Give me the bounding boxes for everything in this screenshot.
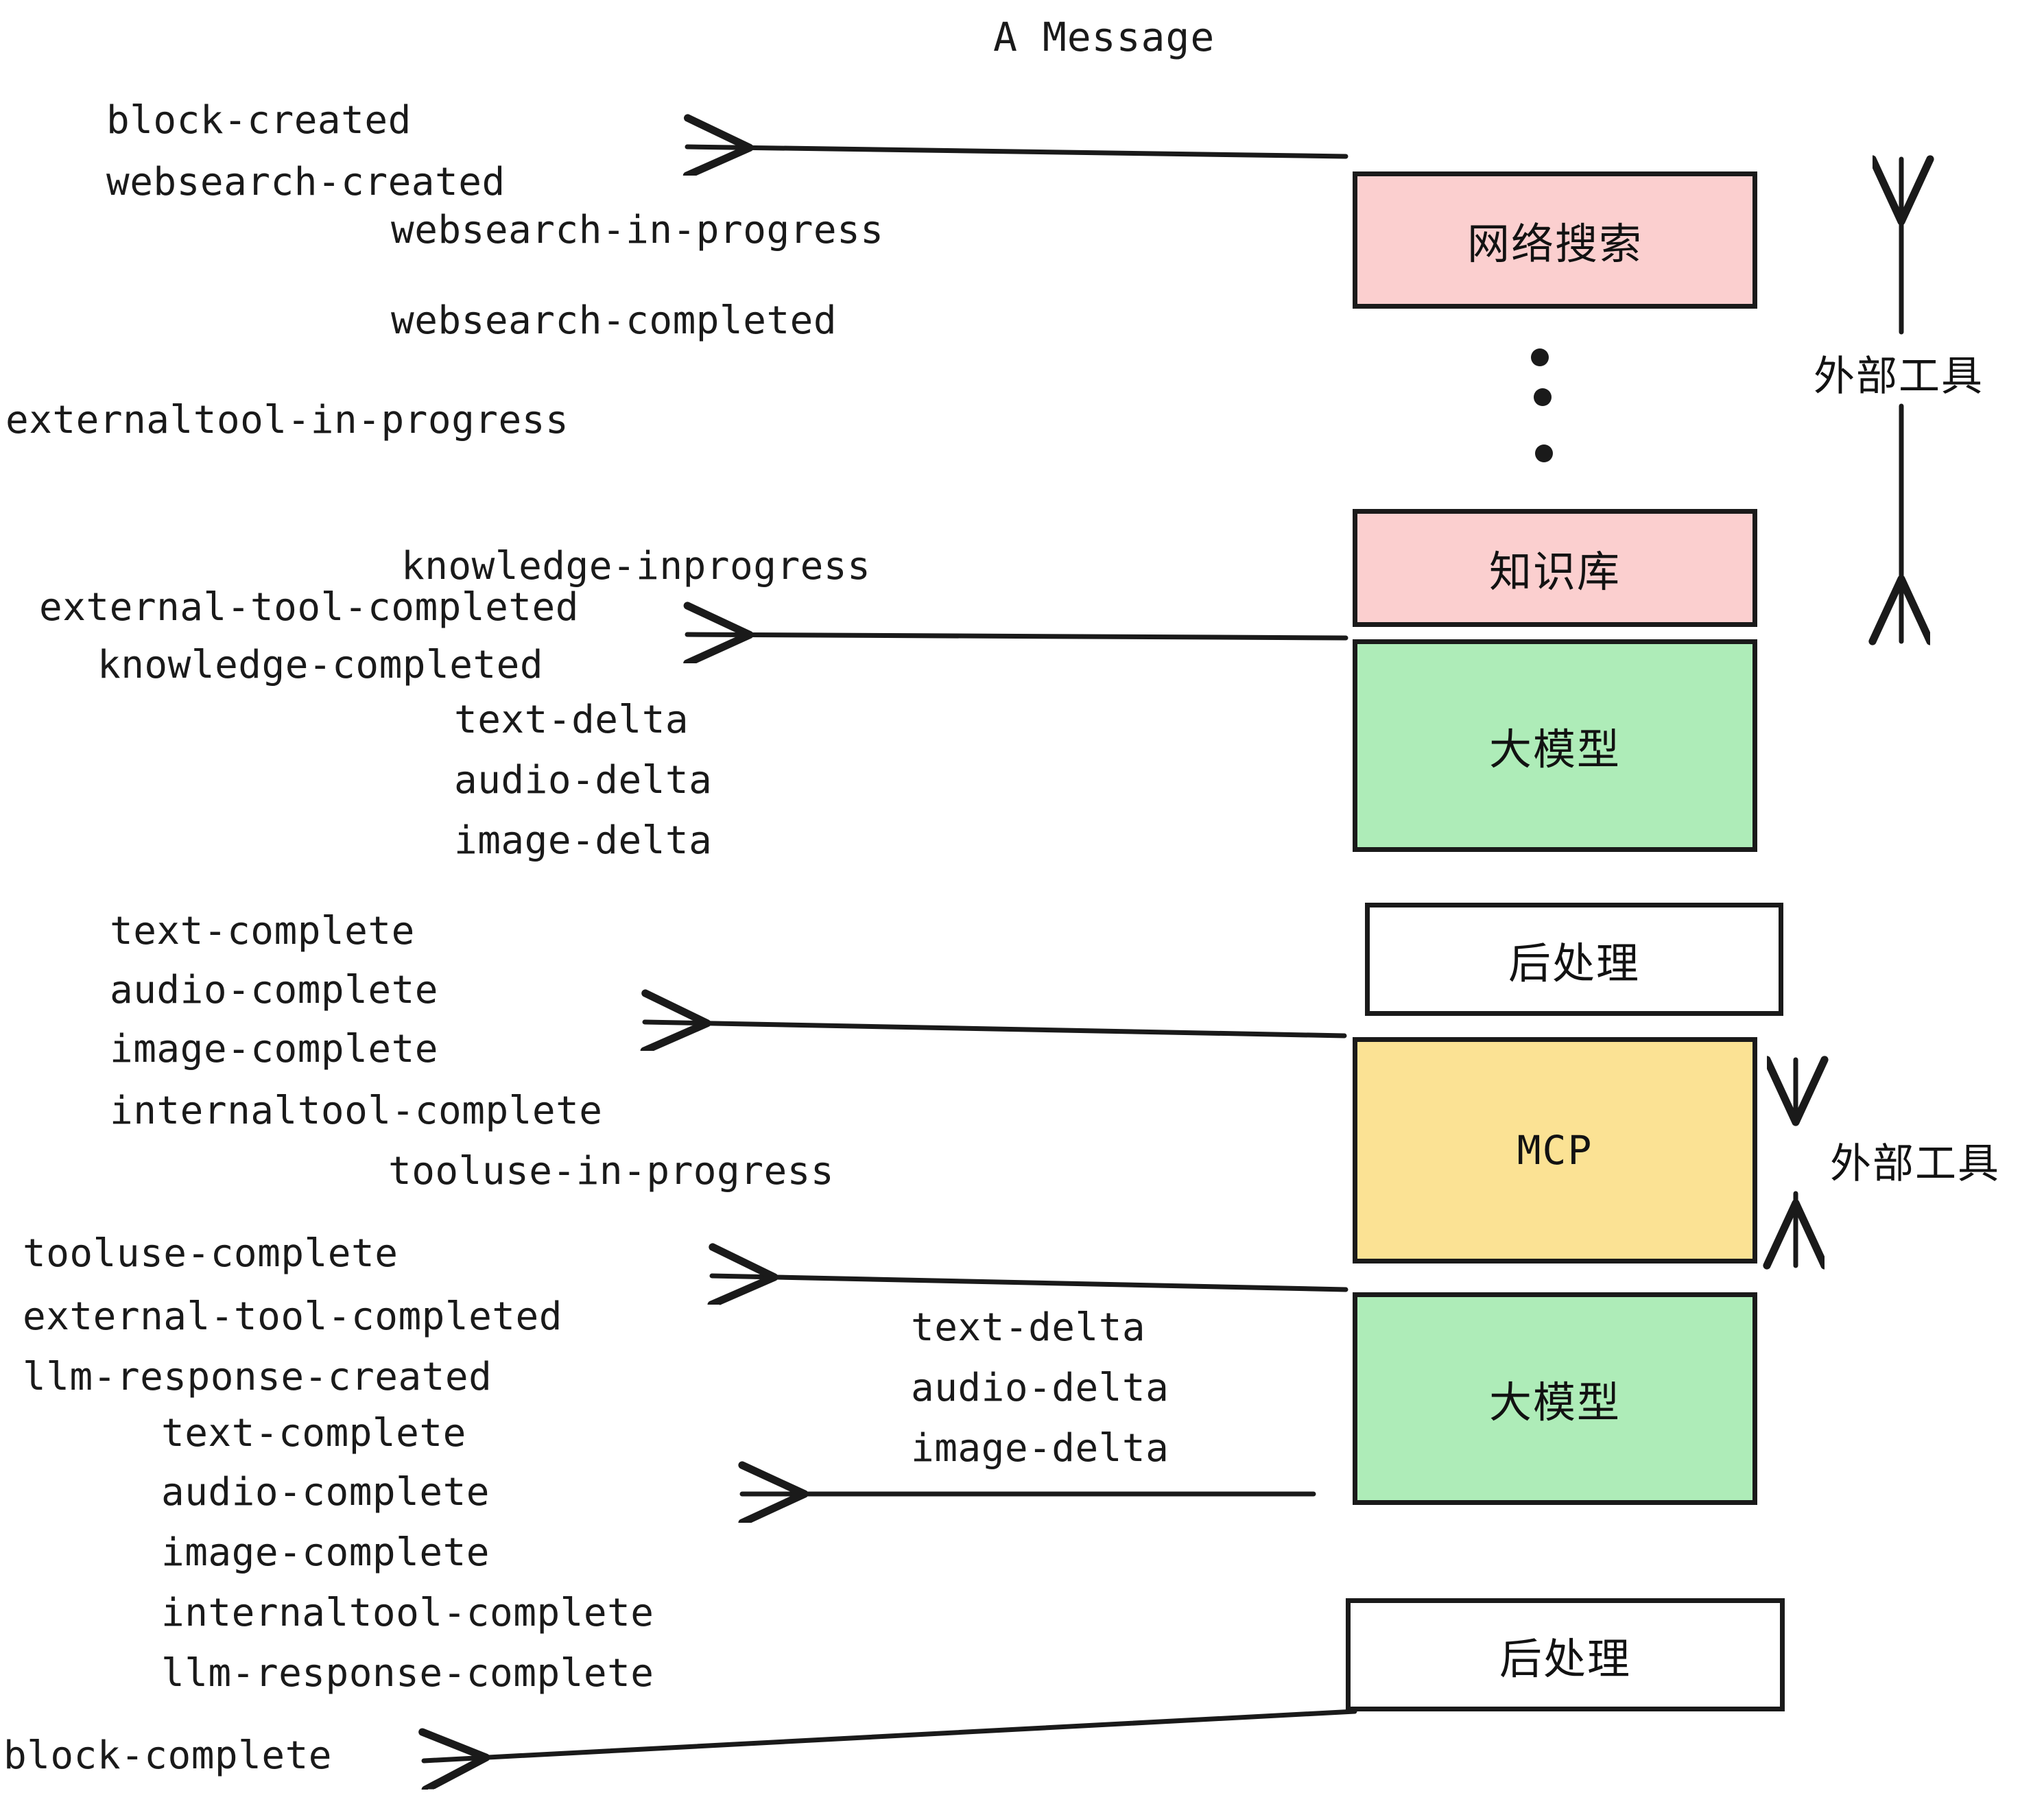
event-label: llm-response-complete [161,1651,654,1696]
event-label: audio-delta [454,758,713,803]
group-label-external-tools: 外部工具 [1830,1140,2000,1188]
event-label: websearch-created [106,160,506,204]
flow-arrow-websearch-to-events [687,147,1348,156]
event-label: block-complete [3,1733,333,1778]
flow-arrow-llm2-to-events [712,1276,1348,1290]
box-label: 大模型 [1488,1377,1621,1427]
flow-arrow-mcp-to-events [645,1022,1347,1036]
event-label: image-delta [454,818,713,863]
event-label: text-delta [911,1305,1146,1350]
event-label: external-tool-completed [39,585,579,630]
flow-arrow-post2-to-block [424,1709,1357,1761]
event-label: tooluse-in-progress [388,1149,835,1194]
box-label: 网络搜索 [1466,219,1643,269]
group-label-external-tools: 外部工具 [1814,353,1984,401]
box-postprocess-1: 后处理 [1365,903,1783,1016]
box-label: 大模型 [1488,724,1621,774]
event-label: audio-complete [161,1470,490,1515]
box-mcp: MCP [1353,1037,1757,1263]
event-label: text-complete [110,909,415,953]
event-label: tooluse-complete [23,1231,399,1276]
event-label: knowledge-completed [97,643,544,687]
event-label: external-tool-completed [23,1294,562,1339]
event-label: internaltool-complete [110,1089,603,1133]
box-label: 后处理 [1508,938,1640,988]
event-label: knowledge-inprogress [401,544,871,589]
event-label: externaltool-in-progress [5,398,569,442]
box-llm-1: 大模型 [1353,639,1757,852]
event-label: image-delta [911,1426,1169,1471]
event-label: audio-delta [911,1366,1169,1410]
event-label: image-complete [161,1530,490,1575]
event-label: block-created [106,98,412,143]
ellipsis-dot-icon [1535,444,1553,462]
event-label: websearch-completed [391,298,837,343]
event-label: internaltool-complete [161,1591,654,1635]
box-label: MCP [1517,1127,1593,1174]
event-label: image-complete [110,1027,439,1071]
flow-arrow-llm1-to-events [687,634,1348,638]
box-label: 知识库 [1488,547,1621,597]
event-label: text-delta [454,698,689,742]
box-websearch: 网络搜索 [1353,171,1757,309]
ellipsis-dot-icon [1534,388,1552,406]
ellipsis-dot-icon [1531,348,1549,366]
event-label: text-complete [161,1411,466,1456]
event-label: audio-complete [110,968,439,1012]
event-label: llm-response-created [23,1355,492,1399]
box-llm-2: 大模型 [1353,1292,1757,1505]
box-label: 后处理 [1499,1633,1631,1684]
box-knowledge: 知识库 [1353,509,1757,627]
box-postprocess-2: 后处理 [1346,1598,1785,1711]
event-label: websearch-in-progress [391,208,884,252]
page-title: A Message [993,14,1215,60]
